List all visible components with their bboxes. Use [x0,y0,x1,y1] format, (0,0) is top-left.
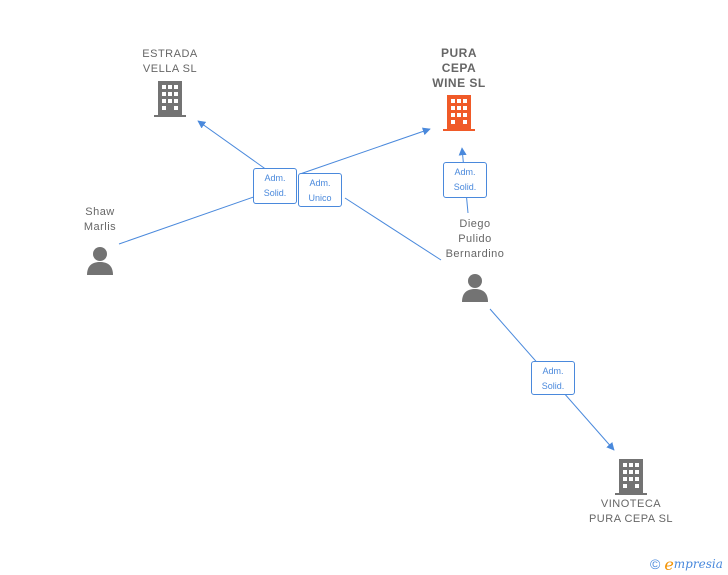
node-label: VINOTECA PURA CEPA SL [588,498,674,525]
copyright-icon: © [650,556,661,572]
brand-logo-text: mpresia [673,557,723,571]
edge-label-shaw-estrada[interactable]: Adm. Solid. [253,168,297,204]
edge-diego-to-center [344,197,442,261]
person-icon [87,247,113,275]
edge-center-to-pura-cepa [299,127,431,175]
building-icon [615,459,647,495]
node-label: PURA CEPA WINE SL [432,46,486,90]
node-pura-cepa-wine[interactable]: PURA CEPA WINE SL [409,46,509,131]
node-label: Diego Pulido Bernardino [445,218,505,260]
node-estrada-vella[interactable]: ESTRADA VELLA SL [120,47,220,117]
node-label: ESTRADA VELLA SL [142,48,198,75]
edge-label-diego-pura[interactable]: Adm. Solid. [443,162,487,198]
node-vinoteca-pura-cepa[interactable]: VINOTECA PURA CEPA SL [575,459,687,527]
building-icon [443,95,475,131]
brand-logo-initial: e [664,554,674,574]
edge-label-diego-vinoteca[interactable]: Adm. Solid. [531,361,575,395]
building-icon [154,81,186,117]
node-label: Shaw Marlis [83,206,117,233]
node-shaw-marlis[interactable]: Shaw Marlis [60,205,140,275]
footer-brand: © e mpresia [650,554,723,574]
person-icon [462,274,488,302]
node-diego-pulido-bernardino[interactable]: Diego Pulido Bernardino [427,217,523,302]
edge-label-diego-pura-unico[interactable]: Adm. Unico [298,173,342,207]
